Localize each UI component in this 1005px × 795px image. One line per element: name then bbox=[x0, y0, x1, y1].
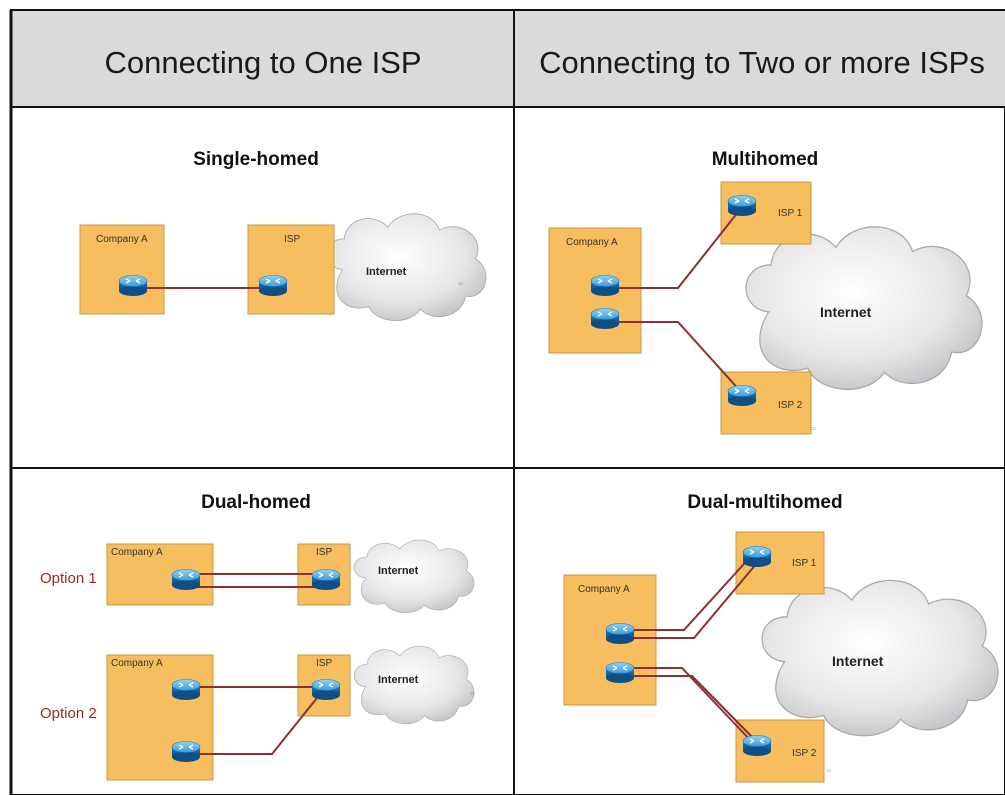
company-a-label: Company A bbox=[96, 234, 148, 245]
internet-label: Internet bbox=[378, 565, 419, 577]
router-icon bbox=[742, 545, 772, 568]
company-a-label: Company A bbox=[111, 658, 163, 669]
link-line bbox=[605, 321, 743, 394]
isp1-label: ISP 1 bbox=[778, 208, 803, 219]
company-a-label: Company A bbox=[111, 547, 163, 558]
isp2-label: ISP 2 bbox=[792, 748, 817, 759]
router-icon bbox=[590, 274, 620, 297]
router-icon bbox=[727, 384, 757, 407]
link-line bbox=[620, 554, 753, 631]
link-line bbox=[186, 687, 326, 755]
cloud-icon bbox=[326, 213, 487, 321]
isp-label: ISP bbox=[284, 234, 300, 245]
figure-code-mark: ▯ bbox=[458, 282, 464, 285]
quadrant-multihomed: Multihomed Internet Company A ISP 1 ISP … bbox=[548, 149, 983, 435]
internet-label: Internet bbox=[378, 674, 419, 686]
header-band bbox=[12, 11, 1005, 107]
single-homed-title: Single-homed bbox=[193, 149, 319, 170]
figure-code-mark: ▯ bbox=[826, 769, 832, 772]
company-a-box bbox=[79, 224, 165, 315]
option1-label: Option 1 bbox=[40, 570, 97, 587]
dual-multihomed-title: Dual-multihomed bbox=[687, 492, 842, 513]
router-icon bbox=[605, 661, 635, 684]
router-icon bbox=[171, 678, 201, 701]
company-a-label: Company A bbox=[578, 584, 630, 595]
router-icon bbox=[590, 307, 620, 330]
router-icon bbox=[742, 734, 772, 757]
router-icon bbox=[727, 194, 757, 217]
internet-label: Internet bbox=[366, 266, 407, 278]
link-line bbox=[620, 667, 753, 743]
link-line bbox=[620, 556, 763, 639]
router-icon bbox=[118, 274, 148, 297]
router-icon bbox=[171, 740, 201, 763]
internet-label: Internet bbox=[832, 653, 884, 669]
quadrant-dual-multihomed: Dual-multihomed Internet Company A ISP 1… bbox=[563, 492, 999, 783]
router-icon bbox=[171, 568, 201, 591]
quadrant-single-homed: Single-homed Internet ▯ Company A ISP bbox=[79, 149, 487, 321]
isp-box bbox=[247, 224, 335, 315]
dual-homed-title: Dual-homed bbox=[201, 492, 311, 513]
header-one-isp: Connecting to One ISP bbox=[104, 45, 421, 80]
figure-code-mark: ▯ bbox=[470, 692, 476, 695]
isp-box-option2 bbox=[297, 654, 351, 717]
internet-label: Internet bbox=[820, 304, 872, 320]
isp1-label: ISP 1 bbox=[792, 558, 817, 569]
multihomed-title: Multihomed bbox=[712, 149, 819, 170]
quadrant-dual-homed: Dual-homed Option 1 Option 2 Internet Co… bbox=[40, 492, 476, 781]
isp-label: ISP bbox=[316, 547, 332, 558]
router-icon bbox=[258, 274, 288, 297]
header-two-isps: Connecting to Two or more ISPs bbox=[539, 45, 985, 80]
router-icon bbox=[311, 568, 341, 591]
company-a-label: Company A bbox=[566, 237, 618, 248]
company-a-box-option2 bbox=[106, 654, 214, 781]
option2-label: Option 2 bbox=[40, 705, 97, 722]
isp2-label: ISP 2 bbox=[778, 400, 803, 411]
isp-label: ISP bbox=[316, 658, 332, 669]
link-line bbox=[605, 206, 743, 289]
link-line bbox=[620, 675, 761, 746]
router-icon bbox=[311, 678, 341, 701]
router-icon bbox=[605, 622, 635, 645]
figure-code-mark: ▯ bbox=[811, 427, 817, 430]
